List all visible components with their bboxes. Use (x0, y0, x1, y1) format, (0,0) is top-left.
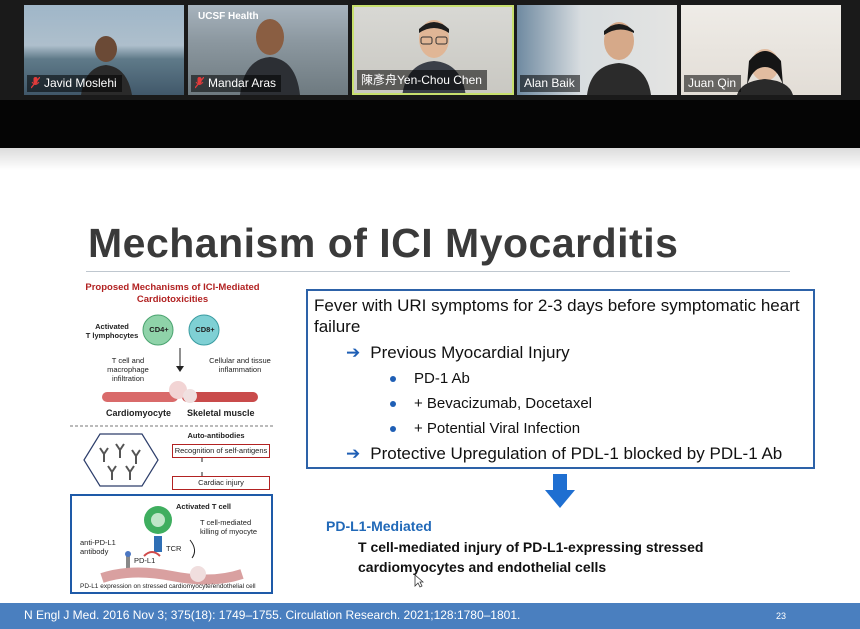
participant-strip: Javid Moslehi UCSF Health Mandar Aras 陳彥… (0, 0, 860, 100)
intro-text: Fever with URI symptoms for 2-3 days bef… (314, 296, 800, 336)
point-previous-injury: ➔ Previous Myocardial Injury (346, 343, 570, 362)
cardiac-injury-box: Cardiac injury (172, 476, 270, 490)
pdl1-illustration (100, 506, 244, 585)
participant-name-tag: Juan Qin (684, 75, 742, 92)
participant-video (737, 49, 793, 95)
activated-t-label: Activated T lymphocytes (85, 322, 139, 340)
participant-tile-5[interactable]: Juan Qin (681, 5, 841, 95)
shared-slide: Mechanism of ICI Myocarditis Proposed Me… (0, 148, 860, 603)
killing-label: T cell-mediated killing of myocyte (200, 518, 258, 536)
arrow-right-icon: ➔ (346, 444, 361, 463)
bullet-dot-icon (390, 375, 396, 382)
participant-name-tag: 陳彥舟Yen-Chou Chen (357, 70, 487, 90)
autoantibody-illustration (70, 425, 275, 487)
inflammation-label: Cellular and tissue inflammation (209, 356, 271, 374)
anti-pdl1-label: anti-PD-L1 antibody (80, 538, 116, 556)
title-underline (86, 271, 790, 272)
mechanism-figure: Proposed Mechanisms of ICI-Mediated Card… (70, 276, 275, 598)
participant-name-tag: Mandar Aras (191, 75, 282, 92)
pdl1-heading: PD-L1-Mediated (326, 518, 432, 534)
activated-t-cell-label: Activated T cell (176, 502, 232, 511)
tcr-label: TCR (166, 544, 182, 553)
participant-tile-3-active-speaker[interactable]: 陳彥舟Yen-Chou Chen (352, 5, 514, 95)
arrow-down-icon (545, 474, 575, 508)
point-protective-upregulation: ➔ Protective Upregulation of PDL-1 block… (346, 444, 783, 463)
background-logo: UCSF Health (198, 11, 259, 22)
cd4-label: CD4+ (149, 325, 169, 334)
recognition-box: Recognition of self-antigens (172, 444, 270, 458)
arrow-right-icon: ➔ (346, 343, 361, 362)
pdl1-description: T cell-mediated injury of PD-L1-expressi… (358, 539, 704, 575)
slide-title: Mechanism of ICI Myocarditis (88, 220, 679, 266)
figure-title: Proposed Mechanisms of ICI-Mediated Card… (85, 282, 260, 305)
page-number: 23 (776, 611, 787, 621)
mouse-cursor-icon (414, 574, 424, 588)
mic-muted-icon (195, 77, 204, 89)
participant-name-tag: Javid Moslehi (27, 75, 122, 92)
bullet-item: + Bevacizumab, Docetaxel (390, 395, 592, 412)
pdl1-expression-caption: PD-L1 expression on stressed cardiomyocy… (80, 583, 256, 590)
cardiomyocyte-label: Cardiomyocyte (106, 408, 172, 418)
slide-footer: N Engl J Med. 2016 Nov 3; 375(18): 1749–… (0, 603, 860, 629)
participant-tile-1[interactable]: Javid Moslehi (24, 5, 184, 95)
skeletal-muscle-label: Skeletal muscle (187, 408, 255, 418)
pdl1-highlight-box: Activated T cell T cell-mediated killing… (70, 494, 273, 594)
cd8-label: CD8+ (195, 325, 215, 334)
bullet-dot-icon (390, 400, 396, 407)
pdl1-label: PD-L1 (134, 556, 156, 565)
bullet-item: PD-1 Ab (390, 370, 470, 387)
auto-antibodies-label: Auto-antibodies (187, 431, 245, 440)
clinical-summary-box: Fever with URI symptoms for 2-3 days bef… (306, 289, 815, 469)
participant-video (587, 22, 651, 95)
letterbox-band (0, 100, 860, 148)
t-cell-illustration (102, 314, 258, 403)
mic-muted-icon (31, 77, 40, 89)
bullet-item: + Potential Viral Infection (390, 420, 580, 437)
participant-name-tag: Alan Baik (520, 75, 580, 92)
bullet-dot-icon (390, 425, 396, 432)
citation-text: N Engl J Med. 2016 Nov 3; 375(18): 1749–… (24, 608, 521, 622)
participant-tile-2[interactable]: UCSF Health Mandar Aras (188, 5, 348, 95)
participant-tile-4[interactable]: Alan Baik (517, 5, 677, 95)
infiltration-label: T cell and macrophage infiltration (107, 356, 149, 383)
